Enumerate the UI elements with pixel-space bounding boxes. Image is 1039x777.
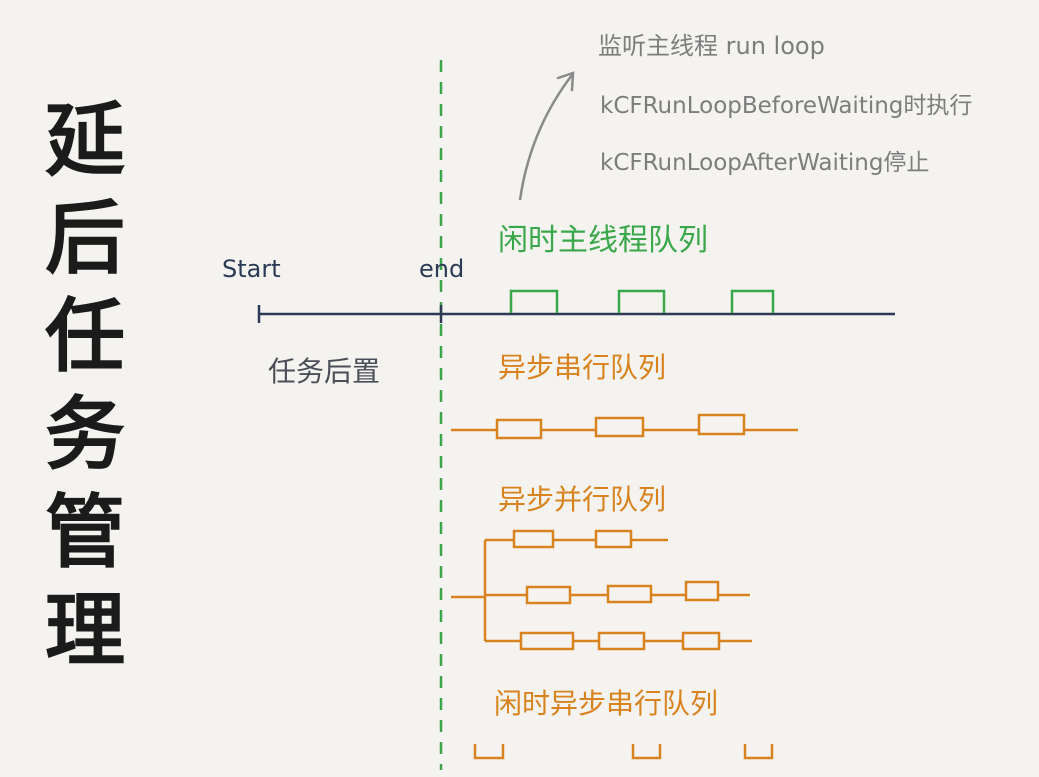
concurrent-queue-label: 异步并行队列 — [498, 483, 667, 516]
title-char: 任 — [45, 290, 125, 383]
serial-queue-label: 异步串行队列 — [498, 351, 667, 384]
serial-task-1 — [495, 418, 543, 440]
note-after-waiting: kCFRunLoopAfterWaiting停止 — [600, 150, 930, 176]
concurrent-task-3-2 — [597, 631, 646, 651]
concurrent-task-3-3 — [681, 631, 721, 651]
idle-main-queue-label: 闲时主线程队列 — [498, 223, 708, 258]
idle-serial-queue-label: 闲时异步串行队列 — [494, 687, 719, 720]
title-char: 后 — [45, 192, 125, 285]
idle-serial-task-2 — [631, 744, 662, 760]
title-char: 理 — [45, 584, 125, 677]
note-arrow-head — [556, 71, 575, 92]
note-before-waiting: kCFRunLoopBeforeWaiting时执行 — [600, 93, 973, 119]
end-label: end — [419, 255, 465, 283]
idle-main-task-3 — [730, 289, 775, 313]
idle-serial-task-3 — [743, 744, 774, 760]
title-char: 管 — [45, 486, 125, 579]
title-char: 延 — [45, 94, 125, 187]
title-char: 务 — [45, 388, 125, 481]
idle-serial-task-1 — [473, 744, 505, 760]
concurrent-task-2-3 — [684, 580, 720, 602]
deferred-label: 任务后置 — [268, 355, 381, 388]
concurrent-task-2-2 — [606, 584, 653, 604]
concurrent-task-1-1 — [512, 529, 555, 549]
concurrent-task-3-1 — [519, 631, 575, 651]
serial-task-2 — [594, 416, 645, 438]
idle-main-task-2 — [617, 289, 666, 313]
concurrent-task-2-1 — [525, 585, 572, 605]
serial-task-3 — [697, 413, 746, 436]
vertical-title: 延 后 任 务 管 理 — [30, 92, 140, 680]
start-label: Start — [222, 255, 281, 283]
concurrent-task-1-2 — [594, 529, 633, 549]
idle-main-task-1 — [509, 289, 559, 313]
note-arrow — [518, 74, 573, 201]
note-monitor-runloop: 监听主线程 run loop — [598, 32, 825, 60]
